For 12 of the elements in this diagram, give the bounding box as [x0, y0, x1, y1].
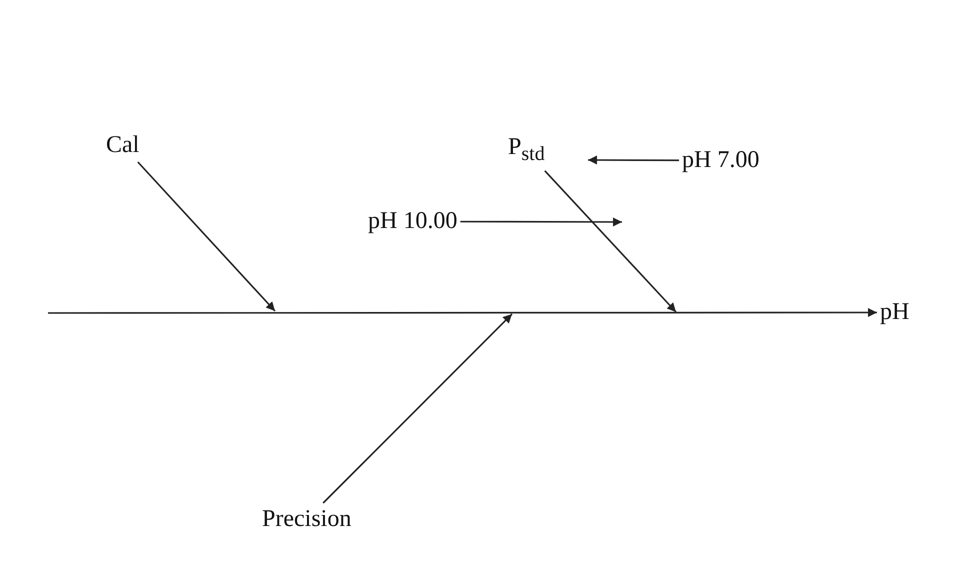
effect-label: pH — [880, 299, 910, 326]
arrow — [137, 161, 276, 312]
arrow — [48, 308, 877, 318]
arrow — [544, 170, 677, 313]
arrow — [460, 217, 622, 226]
cause-label: pH 7.00 — [682, 147, 760, 174]
arrow — [322, 313, 513, 504]
cause-label: P$_{std}$ — [508, 134, 545, 168]
arrow — [588, 156, 679, 165]
cause-label: Precision — [262, 506, 352, 533]
cause-label: pH 10.00 — [368, 208, 458, 235]
cause-label: Cal — [106, 132, 140, 159]
